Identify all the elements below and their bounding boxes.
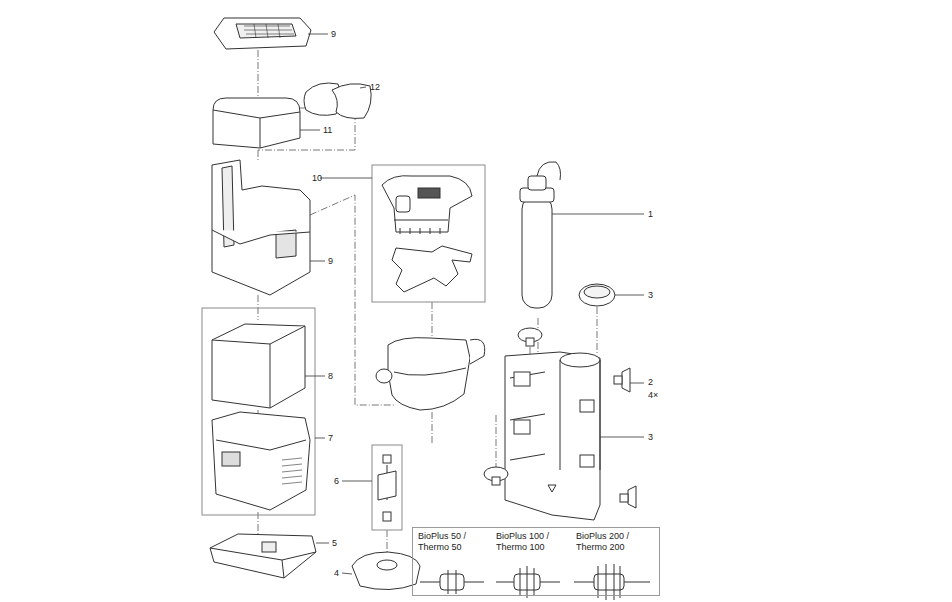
callout-number: 12 — [370, 82, 380, 93]
variant-panel: BioPlus 50 / Thermo 50BioPlus 100 / Ther… — [412, 527, 660, 596]
callout-number: 4 — [334, 568, 339, 579]
callout-number: 9 — [328, 256, 333, 267]
callout-number: 3 — [648, 432, 653, 443]
variant-name: BioPlus 50 / Thermo 50 — [418, 531, 492, 553]
callout-number: 1 — [648, 209, 653, 220]
callout-number: 5 — [332, 538, 337, 549]
variant-name: BioPlus 200 / Thermo 200 — [576, 531, 650, 553]
callout-number: 2 — [648, 377, 653, 388]
quantity-note: 4× — [648, 390, 658, 401]
callout-number: 6 — [334, 476, 339, 487]
callout-number: 8 — [328, 371, 333, 382]
callout-number: 10 — [312, 173, 322, 184]
callout-number: 3 — [648, 290, 653, 301]
variant-name: BioPlus 100 / Thermo 100 — [496, 531, 570, 553]
callout-number: 9 — [331, 29, 336, 40]
callout-number: 11 — [323, 125, 332, 136]
callout-number: 7 — [328, 433, 333, 444]
